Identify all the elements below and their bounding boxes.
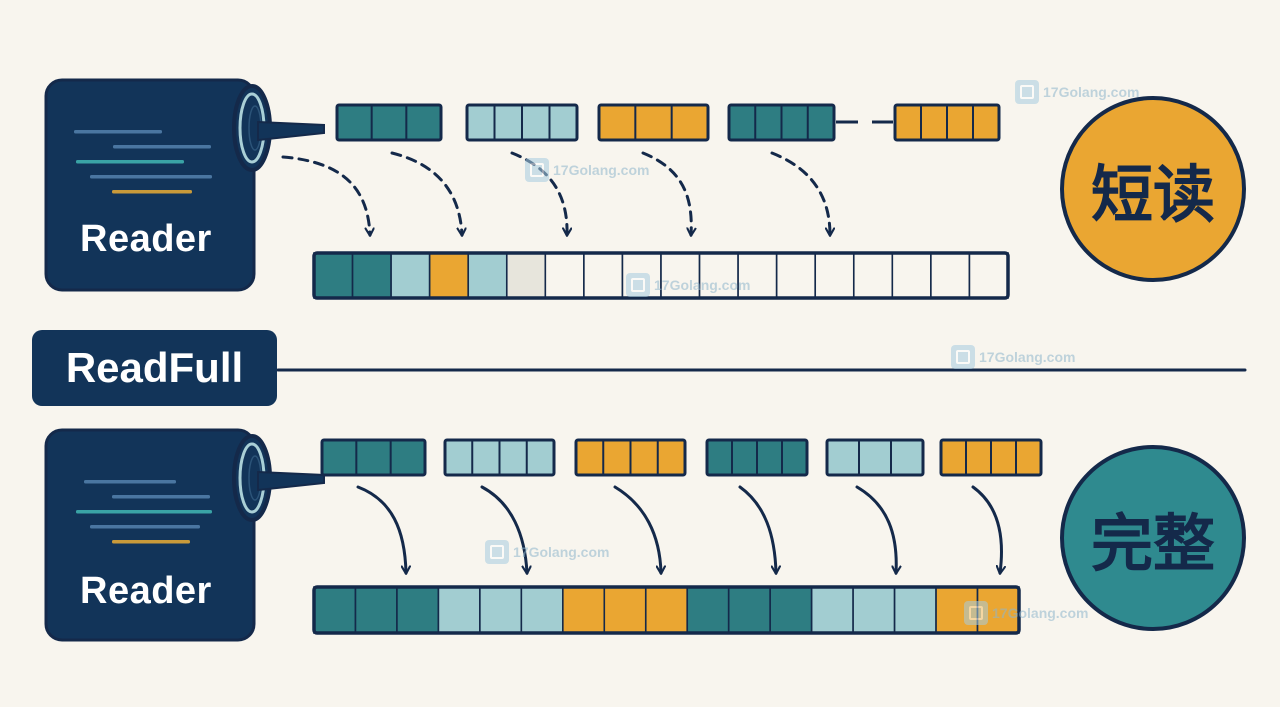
document-text-line: [112, 540, 190, 544]
data-chunk: [705, 438, 809, 477]
buffer-cell: [396, 586, 440, 634]
data-chunk: [320, 438, 427, 477]
document-text-line: [90, 175, 212, 179]
buffer-cell: [686, 586, 730, 634]
buffer-cell: [935, 586, 979, 634]
buffer-cell: [698, 252, 739, 299]
bottom-reader-label: Reader: [80, 570, 212, 612]
buffer-cell: [810, 586, 854, 634]
dashed-read-arrow: [641, 151, 691, 235]
buffer-cell: [390, 252, 431, 299]
buffer-cell: [727, 586, 771, 634]
dashed-read-arrow: [390, 151, 462, 235]
buffer-cell: [467, 252, 508, 299]
buffer-cell: [520, 586, 564, 634]
document-text-line: [112, 495, 210, 499]
buffer-cell: [437, 586, 481, 634]
data-chunk: [465, 103, 579, 142]
buffer-cell: [893, 586, 937, 634]
buffer-cell: [814, 252, 855, 299]
readfull-section: [44, 428, 1043, 642]
data-chunk: [939, 438, 1043, 477]
solid-read-arrow: [480, 485, 527, 573]
buffer-cell: [428, 252, 470, 299]
data-chunk: [443, 438, 556, 477]
chunk-block: [597, 103, 710, 142]
data-chunk: [825, 438, 925, 477]
buffer-cell: [354, 586, 398, 634]
solid-read-arrow: [971, 485, 1002, 573]
dashed-read-arrow: [770, 151, 830, 235]
buffer-cell: [769, 586, 813, 634]
buffer-cell: [968, 252, 1009, 299]
document-text-line: [113, 145, 211, 149]
buffer-cell: [891, 252, 932, 299]
reader-spout: [257, 470, 325, 492]
data-chunk: [597, 103, 710, 142]
buffer-cell: [621, 252, 662, 299]
top-reader-label: Reader: [80, 218, 212, 260]
buffer-cell: [313, 252, 354, 299]
buffer-cell: [603, 586, 647, 634]
document-text-line: [84, 480, 176, 484]
chunk-block: [825, 438, 925, 477]
solid-read-arrow: [356, 485, 406, 573]
buffer-cell: [479, 586, 523, 634]
document-text-line: [74, 130, 162, 134]
data-chunk: [574, 438, 687, 477]
document-text-line: [76, 160, 184, 164]
short-read-section: [44, 78, 1010, 300]
buffer-cell: [976, 586, 1020, 634]
chunk-block: [320, 438, 427, 477]
readfull-label: ReadFull: [32, 330, 277, 406]
buffer-cell: [644, 586, 689, 634]
solid-read-arrow: [613, 485, 661, 573]
buffer-cell: [775, 252, 817, 299]
short-read-badge: 短读: [1060, 96, 1246, 282]
buffer-cell: [737, 252, 778, 299]
buffer-outline: [312, 585, 1021, 635]
buffer-cell: [930, 252, 971, 299]
document-text-line: [76, 510, 212, 514]
buffer-cell: [583, 252, 624, 299]
data-chunk: [335, 103, 443, 142]
solid-read-arrow: [855, 485, 896, 573]
buffer-cell: [351, 252, 392, 299]
document-text-line: [112, 190, 192, 194]
buffer-cell: [852, 586, 896, 634]
solid-read-arrow: [738, 485, 776, 573]
document-text-line: [90, 525, 200, 529]
buffer-cell: [852, 252, 894, 299]
reader-spout: [257, 120, 325, 142]
data-chunk: [893, 103, 1001, 142]
buffer-cell: [313, 586, 357, 634]
buffer-cell: [562, 586, 606, 634]
data-chunk: [727, 103, 836, 142]
buffer-cell: [544, 252, 585, 299]
buffer-outline: [312, 251, 1010, 300]
dashed-read-arrow: [510, 151, 567, 235]
complete-badge: 完整: [1060, 445, 1246, 631]
chunk-block: [335, 103, 443, 142]
buffer-cell: [505, 252, 547, 299]
dashed-read-arrow: [281, 155, 370, 235]
buffer-cell: [660, 252, 701, 299]
